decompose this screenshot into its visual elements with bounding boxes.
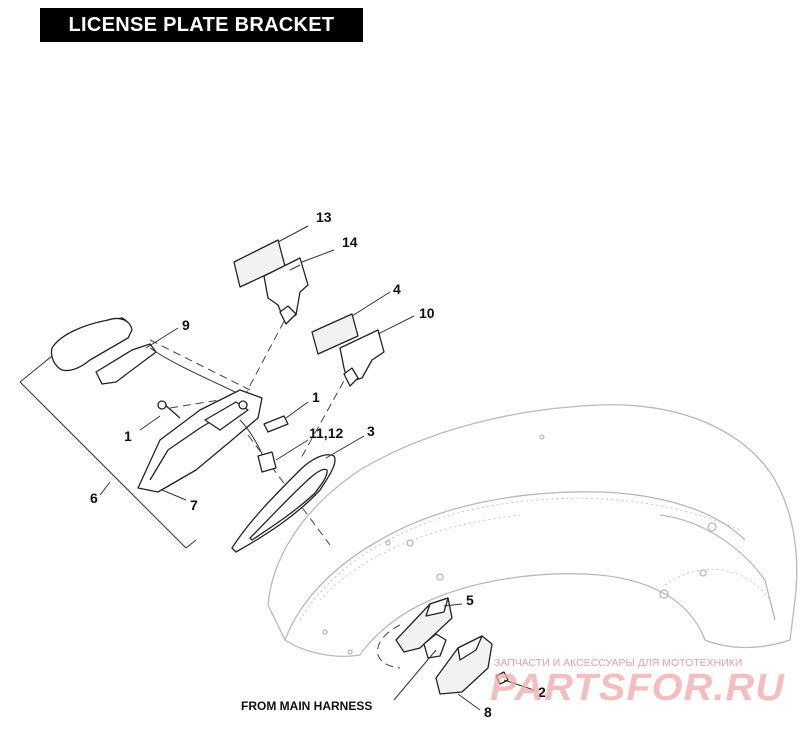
part-14-bracket xyxy=(263,257,309,325)
callout-11-12: 11,12 xyxy=(309,425,343,441)
part-9-lens-assembly xyxy=(95,343,236,393)
part-1-screw-left xyxy=(157,400,181,419)
part-3-gasket xyxy=(231,454,336,553)
callout-9: 9 xyxy=(182,317,190,333)
page-title: LICENSE PLATE BRACKET xyxy=(40,8,363,42)
harness-caption: FROM MAIN HARNESS xyxy=(241,699,372,713)
harness-connector xyxy=(423,633,447,659)
watermark: ЗАПЧАСТИ И АКСЕССУАРЫ ДЛЯ МОТОТЕХНИКИ PA… xyxy=(490,657,786,709)
callout-labels: 13 14 4 10 9 1 1 11,12 3 6 7 5 2 8 FROM … xyxy=(90,209,546,720)
callout-3: 3 xyxy=(367,423,375,439)
part-7-housing xyxy=(137,389,263,493)
callout-13: 13 xyxy=(316,209,332,225)
part-2-screw xyxy=(495,671,509,685)
callout-8: 8 xyxy=(484,704,492,720)
callout-6: 6 xyxy=(90,490,98,506)
part-6-lamp-lens xyxy=(50,317,133,372)
watermark-logo: PARTSFOR.RU xyxy=(490,667,786,709)
leader-lines xyxy=(19,225,535,711)
rear-fender xyxy=(267,404,798,657)
part-4-plate xyxy=(311,313,359,355)
watermark-tagline: ЗАПЧАСТИ И АКСЕССУАРЫ ДЛЯ МОТОТЕХНИКИ xyxy=(494,657,742,669)
callout-1-right: 1 xyxy=(312,389,320,405)
callout-5: 5 xyxy=(466,592,474,608)
callout-14: 14 xyxy=(342,234,358,250)
part-11-12-connector xyxy=(239,419,277,473)
callout-10: 10 xyxy=(419,305,435,321)
callout-2: 2 xyxy=(538,684,546,700)
part-5-mount xyxy=(395,597,453,653)
part-1-screw-right xyxy=(263,415,289,433)
part-8-cover xyxy=(435,635,493,695)
callout-1-left: 1 xyxy=(124,428,132,444)
callout-4: 4 xyxy=(393,281,401,297)
callout-7: 7 xyxy=(190,497,198,513)
